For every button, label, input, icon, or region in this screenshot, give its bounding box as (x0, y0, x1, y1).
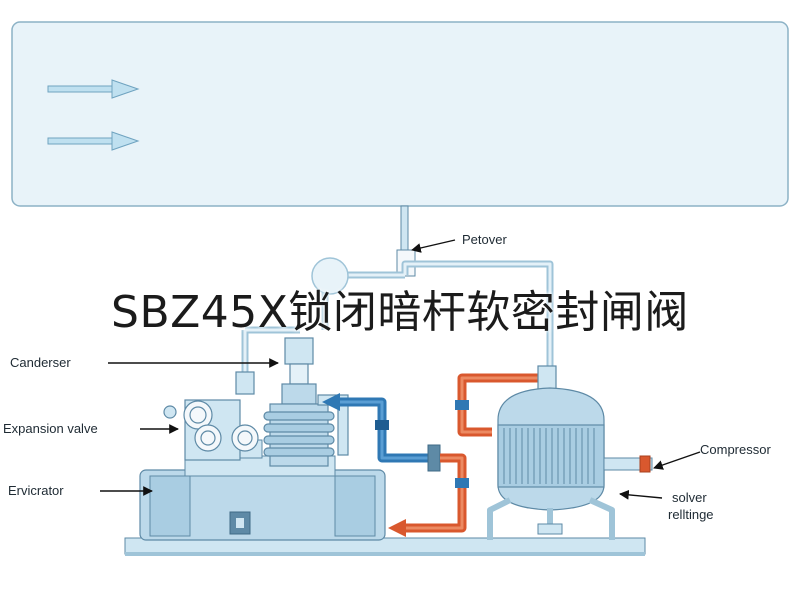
receiver-outlet (603, 455, 653, 473)
base-shadow (125, 552, 645, 556)
stop-valve (427, 444, 441, 472)
red-pipe-lower (402, 453, 467, 533)
solver-label-line1: solver (672, 490, 707, 505)
red-pipe-coupling-upper (455, 400, 469, 410)
blue-arrow-head (322, 393, 340, 411)
expansion-valve-assembly (163, 371, 259, 461)
solver-label-line2: relltinge (668, 507, 714, 522)
red-pipe-coupling-lower (455, 478, 469, 488)
flow-arrow-2 (47, 131, 140, 151)
top-panel (11, 21, 789, 207)
solver-leader (619, 489, 663, 500)
compressor-label: Compressor (700, 442, 771, 457)
condenser-label: Canderser (10, 355, 71, 370)
receiver-fins (503, 428, 595, 484)
receiver-foot (537, 523, 563, 535)
pipe-junction (311, 257, 349, 295)
condenser-unit (263, 337, 349, 467)
evaporator-label: Ervicrator (8, 483, 64, 498)
blue-pipe-coupling (375, 420, 389, 430)
page-title: SBZ45X锁闭暗杆软密封闸阀 (111, 287, 689, 338)
expansion-valve-label: Expansion valve (3, 421, 98, 436)
petover-leader (411, 239, 456, 253)
petover-label: Petover (462, 232, 507, 247)
red-arrow-head (388, 519, 406, 537)
compressor-leader (653, 451, 701, 470)
flow-arrow-1 (47, 79, 140, 99)
